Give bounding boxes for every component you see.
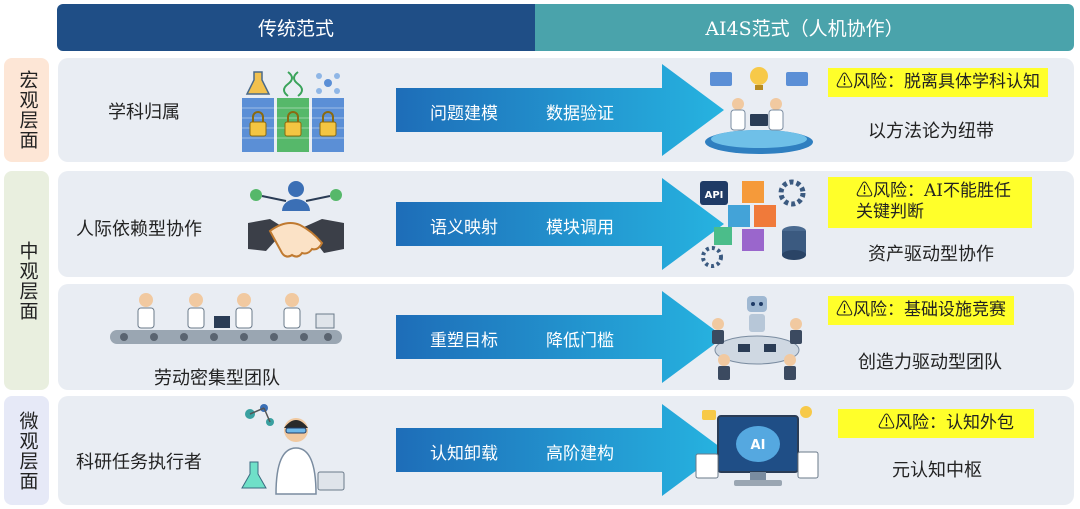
traditional-label: 劳动密集型团队 xyxy=(154,368,280,389)
risk-badge: ⚠风险：脱离具体学科认知 xyxy=(828,68,1048,98)
arrow-step-1: 重塑目标 xyxy=(430,331,498,351)
risk-badge: ⚠风险：AI不能胜任 关键判断 xyxy=(828,177,1032,228)
risk-badge: ⚠风险：认知外包 xyxy=(838,409,1034,439)
ai4s-label: 资产驱动型协作 xyxy=(868,244,994,265)
level-meso: 中观层面 xyxy=(4,171,49,390)
ai4s-label: 以方法论为纽带 xyxy=(868,121,994,142)
risk-badge: ⚠风险：基础设施竞赛 xyxy=(828,296,1014,326)
transition-arrow xyxy=(396,64,724,156)
ai-research-team-icon xyxy=(705,67,813,154)
row-researcher: 科研任务执行者 认知卸载 高阶建构 AI ⚠风险：认知外包 元认知中枢 xyxy=(58,396,1074,505)
locked-science-icon xyxy=(242,71,344,152)
api-icon-label: API xyxy=(705,190,724,201)
row-team: 劳动密集型团队 重塑目标 降低门槛 ⚠风险：基础设施竞赛 创造力驱动型团队 xyxy=(58,284,1074,390)
traditional-label: 科研任务执行者 xyxy=(76,452,202,473)
traditional-label: 学科归属 xyxy=(108,102,180,123)
risk-line-2: 关键判断 xyxy=(856,202,924,223)
arrow-step-2: 模块调用 xyxy=(546,218,614,238)
transition-arrow xyxy=(396,404,724,496)
arrow-step-2: 数据验证 xyxy=(546,104,614,124)
arrow-step-2: 降低门槛 xyxy=(546,331,614,351)
row-collaboration: 人际依赖型协作 语义映射 模块调用 API ⚠风险：AI不能胜任 关键判断 资产… xyxy=(58,171,1074,277)
ai-icon-label: AI xyxy=(751,438,766,453)
risk-line-1: ⚠风险：AI不能胜任 xyxy=(856,181,1011,201)
assembly-line-workers-icon xyxy=(110,293,342,344)
level-micro: 微观层面 xyxy=(4,396,49,505)
handshake-icon xyxy=(248,181,344,258)
arrow-step-1: 问题建模 xyxy=(430,104,498,124)
ai4s-label: 创造力驱动型团队 xyxy=(858,352,1002,373)
header-ai4s: AI4S范式（人机协作） xyxy=(535,4,1074,51)
ai4s-label: 元认知中枢 xyxy=(892,460,982,481)
arrow-step-1: 认知卸载 xyxy=(430,444,498,464)
row-discipline: 学科归属 问题建模 数据验证 ⚠风险：脱离具体学 xyxy=(58,58,1074,162)
level-macro: 宏观层面 xyxy=(4,58,49,162)
robot-team-table-icon xyxy=(712,296,802,380)
modular-assets-icon: API xyxy=(700,179,806,268)
arrow-step-1: 语义映射 xyxy=(430,218,498,238)
arrow-step-2: 高阶建构 xyxy=(546,444,614,464)
traditional-label: 人际依赖型协作 xyxy=(76,219,202,240)
transition-arrow xyxy=(396,178,724,270)
ai-brain-monitor-icon: AI xyxy=(695,406,819,486)
scientist-icon xyxy=(241,404,345,495)
header-traditional: 传统范式 xyxy=(57,4,535,51)
transition-arrow xyxy=(396,291,724,383)
